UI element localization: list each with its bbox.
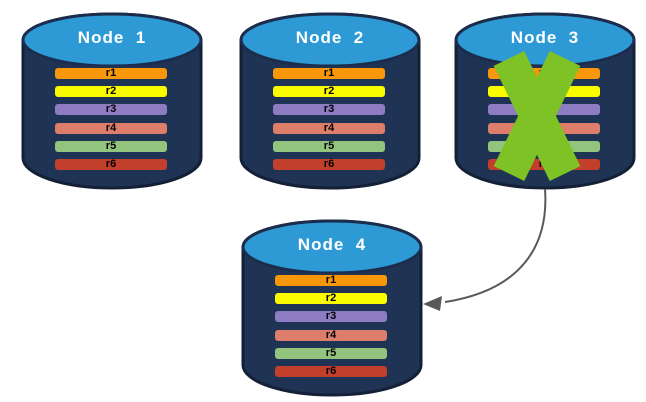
row-r6: r6 bbox=[53, 157, 169, 172]
row-r3: r3 bbox=[273, 309, 389, 324]
row-r2: r2 bbox=[271, 84, 387, 99]
failover-arrow-line bbox=[444, 188, 547, 303]
node-label: Node 3 bbox=[510, 28, 580, 47]
row-r2: r2 bbox=[273, 291, 389, 306]
row-r5: r5 bbox=[271, 139, 387, 154]
node-1: Node 1 r1 r2 r3 r4 r5 r6 bbox=[20, 8, 204, 194]
row-r1: r1 bbox=[271, 66, 387, 81]
row-r1: r1 bbox=[53, 66, 169, 81]
node-3: Node 3 r1 r2 r3 r4 r5 r6 bbox=[453, 8, 637, 194]
row-r6: r6 bbox=[271, 157, 387, 172]
row-r4: r4 bbox=[271, 121, 387, 136]
row-r2: r2 bbox=[53, 84, 169, 99]
row-r6: r6 bbox=[273, 364, 389, 379]
row-r1: r1 bbox=[273, 273, 389, 288]
row-r5: r5 bbox=[53, 139, 169, 154]
row-r3: r3 bbox=[53, 102, 169, 117]
node-label: Node 2 bbox=[295, 28, 365, 47]
row-r4: r4 bbox=[273, 328, 389, 343]
node-2: Node 2 r1 r2 r3 r4 r5 r6 bbox=[238, 8, 422, 194]
row-r3: r3 bbox=[271, 102, 387, 117]
node-label: Node 1 bbox=[77, 28, 147, 47]
node-label: Node 4 bbox=[297, 235, 367, 254]
row-r5: r5 bbox=[273, 346, 389, 361]
node-failure-x-icon bbox=[493, 51, 581, 181]
row-r4: r4 bbox=[53, 121, 169, 136]
node-4: Node 4 r1 r2 r3 r4 r5 r6 bbox=[240, 215, 424, 401]
failover-arrowhead-icon bbox=[423, 296, 442, 311]
